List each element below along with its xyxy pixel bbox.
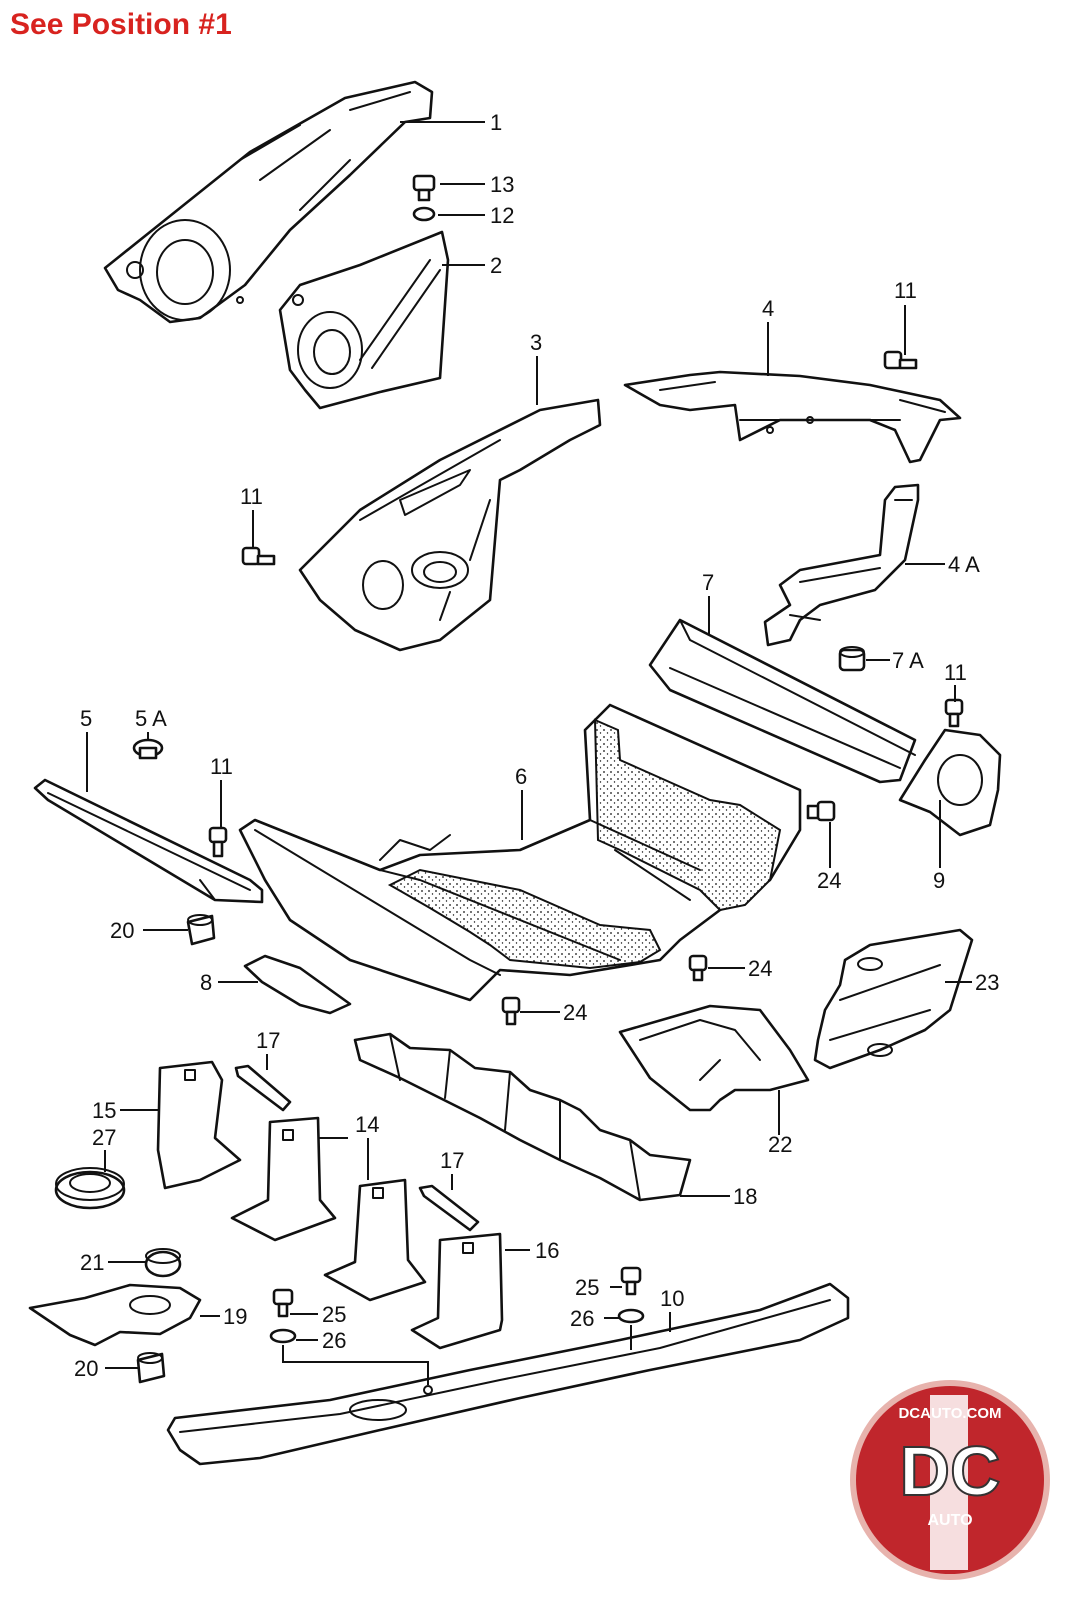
washer-26-b <box>617 1308 645 1324</box>
callout-24-a: 24 <box>817 868 841 893</box>
part-17-strap-b <box>418 1184 480 1232</box>
callout-2: 2 <box>490 253 502 278</box>
part-9-bracket <box>898 728 1002 837</box>
callout-14: 14 <box>355 1112 379 1137</box>
part-16-shield <box>410 1232 504 1350</box>
callout-13: 13 <box>490 172 514 197</box>
callout-9: 9 <box>933 868 945 893</box>
part-15-shield <box>156 1060 242 1190</box>
part-19-bracket <box>28 1283 202 1347</box>
bolt-25-a <box>272 1288 294 1318</box>
logo-bottom-text: AUTO <box>927 1512 972 1529</box>
part-20-bush-a <box>186 914 216 946</box>
fasteners <box>132 174 964 1344</box>
callout-12: 12 <box>490 203 514 228</box>
callout-26-a: 26 <box>322 1328 346 1353</box>
callout-labels: 1 13 12 2 4 11 3 11 4 A 7 7 A 11 5 5 A 1… <box>74 110 999 1381</box>
part-4-panel <box>623 370 962 464</box>
leader-lines <box>86 121 972 1385</box>
dcauto-logo: DCAUTO.COM DC AUTO <box>850 1380 1050 1580</box>
bolt-13 <box>412 174 436 202</box>
callout-20-b: 20 <box>74 1356 98 1381</box>
callout-8: 8 <box>200 970 212 995</box>
callout-5a: 5 A <box>135 706 167 731</box>
part-4a-bracket <box>763 483 920 647</box>
part-17-strap-a <box>234 1064 292 1112</box>
part-27-ring <box>54 1167 126 1210</box>
callout-5: 5 <box>80 706 92 731</box>
part-6-floor-pan <box>238 703 802 1002</box>
callout-17-a: 17 <box>256 1028 280 1053</box>
part-18-heat-shield <box>353 1032 692 1202</box>
plug-5a <box>132 738 164 760</box>
callout-11-d: 11 <box>210 754 233 779</box>
callout-3: 3 <box>530 330 542 355</box>
part-10-sill <box>166 1282 850 1466</box>
callout-7a: 7 A <box>892 648 924 673</box>
callout-25-b: 25 <box>575 1275 599 1300</box>
part-21-bush <box>144 1248 182 1278</box>
callout-23: 23 <box>975 970 999 995</box>
callout-18: 18 <box>733 1184 757 1209</box>
part-8-bracket <box>243 954 352 1015</box>
callout-15: 15 <box>92 1098 116 1123</box>
callout-4a: 4 A <box>948 552 980 577</box>
callout-11-c: 11 <box>944 660 967 685</box>
callout-20-a: 20 <box>110 918 134 943</box>
page-title: See Position #1 <box>10 8 232 41</box>
callout-10: 10 <box>660 1286 684 1311</box>
callout-27: 27 <box>92 1125 116 1150</box>
part-7-crossmember <box>648 618 917 784</box>
callout-16: 16 <box>535 1238 559 1263</box>
callout-24-c: 24 <box>563 1000 587 1025</box>
callout-11-a: 11 <box>894 278 917 303</box>
part-22-cover <box>618 1004 810 1112</box>
callout-21: 21 <box>80 1250 104 1275</box>
bolt-25-b <box>620 1266 642 1296</box>
logo-mark: DC <box>899 1432 1000 1510</box>
callout-22: 22 <box>768 1132 792 1157</box>
part-23-cover <box>813 928 974 1070</box>
bolt-11-a <box>883 350 918 370</box>
part-3-panel <box>298 398 602 652</box>
callout-19: 19 <box>223 1304 247 1329</box>
callout-11-b: 11 <box>240 484 263 509</box>
part-14-shield-a <box>230 1116 337 1242</box>
bolt-11-c <box>944 698 964 728</box>
bolt-24-b <box>688 954 708 982</box>
bolt-24-c <box>501 996 521 1026</box>
callout-26-b: 26 <box>570 1306 594 1331</box>
washer-12 <box>412 206 436 222</box>
washer-26-a <box>269 1328 297 1344</box>
callout-24-b: 24 <box>748 956 772 981</box>
part-1-upper-panel <box>103 80 434 324</box>
callout-4: 4 <box>762 296 774 321</box>
callout-6: 6 <box>515 764 527 789</box>
part-20-bush-b <box>136 1352 166 1384</box>
callout-1: 1 <box>490 110 502 135</box>
callout-25-a: 25 <box>322 1302 346 1327</box>
callout-17-b: 17 <box>440 1148 464 1173</box>
bush-7a <box>838 646 866 672</box>
logo-top-text: DCAUTO.COM <box>898 1405 1001 1422</box>
bolt-11-d <box>208 826 228 858</box>
part-14-shield-b <box>323 1178 427 1302</box>
bolt-11-b <box>241 546 276 566</box>
bolt-24-a <box>806 800 836 822</box>
callout-7: 7 <box>702 570 714 595</box>
part-5-rail <box>33 778 264 904</box>
part-2-panel <box>278 230 450 410</box>
